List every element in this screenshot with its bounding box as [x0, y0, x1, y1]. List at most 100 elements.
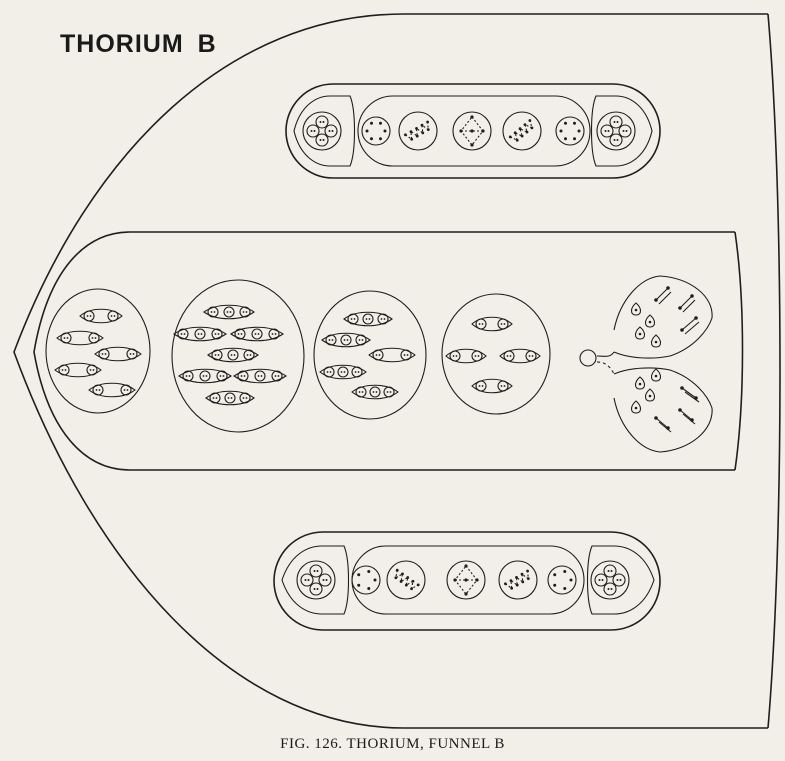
dot-mark — [410, 587, 413, 591]
lens-group — [233, 368, 287, 384]
dot-mark — [217, 354, 220, 356]
dot-mark — [132, 353, 135, 355]
dot-mark — [319, 139, 322, 141]
lens-circle — [369, 386, 381, 398]
dot-mark — [464, 592, 468, 596]
dot-mark — [86, 315, 89, 317]
dot-mark — [464, 564, 468, 568]
dot-mark — [383, 129, 387, 133]
dot-mark — [531, 355, 534, 357]
lens-circle — [194, 328, 206, 340]
arrow-line — [682, 299, 696, 313]
lens-circle — [239, 306, 251, 318]
dot-mark — [188, 375, 191, 377]
lens-circle — [254, 370, 266, 382]
dot-mark — [622, 130, 625, 132]
dot-mark — [616, 121, 619, 123]
dot-mark — [553, 573, 557, 577]
quad-group — [296, 560, 336, 600]
dot-mark — [89, 369, 92, 371]
quad-group — [596, 111, 636, 151]
central-ovals — [45, 279, 551, 433]
dot-mark — [678, 408, 682, 412]
scribble-line — [510, 120, 533, 142]
dot-mark — [394, 576, 398, 580]
dot-mark — [563, 569, 567, 573]
dot-mark — [564, 121, 567, 125]
dot-mark — [526, 577, 530, 581]
dot-mark — [420, 123, 424, 127]
dot-mark — [331, 339, 334, 341]
dot-mark — [515, 576, 518, 579]
dot-mark — [245, 311, 248, 313]
lens-group — [321, 332, 371, 348]
dot-mark — [601, 579, 604, 581]
lens-circle — [323, 366, 335, 378]
lens-circle — [355, 334, 367, 346]
dot-mark — [126, 389, 129, 391]
dot-mark — [214, 354, 217, 356]
lens-group — [178, 368, 232, 384]
dot-mark — [240, 375, 243, 377]
lens-group — [203, 304, 255, 320]
scribble-group — [398, 111, 438, 151]
dot-mark — [610, 570, 613, 572]
spindle-group — [446, 560, 486, 600]
dot-mark — [403, 354, 406, 356]
dot-mark — [573, 137, 576, 141]
dot-mark — [680, 386, 684, 390]
dot-mark — [634, 308, 638, 312]
lens-circle — [400, 349, 412, 361]
drop-mark — [634, 326, 646, 340]
drop-mark — [650, 334, 662, 348]
lens-circle — [120, 384, 132, 396]
dot-mark — [503, 323, 506, 325]
twin-cones — [579, 275, 713, 453]
quad-circle — [315, 115, 329, 129]
lens-circle — [211, 349, 223, 361]
dot-mark — [226, 311, 229, 313]
dot-mark — [399, 580, 403, 583]
dot-mark — [304, 579, 307, 581]
dot-mark — [95, 389, 98, 391]
dot-mark — [322, 579, 325, 581]
dot-mark — [183, 333, 186, 335]
dot-mark — [365, 318, 368, 320]
lens-group — [56, 330, 104, 346]
dot-mark — [98, 389, 101, 391]
lens-circle — [237, 370, 249, 382]
lens-circle — [239, 392, 251, 404]
dot-mark — [230, 397, 233, 399]
dot-mark — [353, 318, 356, 320]
lens-group — [88, 382, 136, 398]
dot-ring — [555, 116, 585, 146]
arrow-line — [655, 287, 669, 301]
quad-circle — [300, 573, 314, 587]
dot-mark — [553, 583, 557, 587]
dot-mark — [506, 355, 509, 357]
lens-group — [319, 364, 367, 380]
dot-mark — [638, 382, 642, 386]
dot-mark — [598, 579, 601, 581]
dot-mark — [357, 583, 361, 587]
dot-mark — [307, 579, 310, 581]
funnel-letter: B — [197, 30, 217, 58]
lens-circle — [475, 318, 487, 330]
dot-mark — [367, 569, 371, 573]
dot-mark — [313, 130, 316, 132]
quad-circle — [594, 573, 608, 587]
drop-mark — [650, 368, 662, 382]
dot-mark — [219, 375, 222, 377]
arrow-line — [658, 291, 672, 305]
lens-circle — [216, 370, 228, 382]
lens-circle — [497, 380, 509, 392]
dot-mark — [613, 121, 616, 123]
dot-mark — [277, 375, 280, 377]
arrow-line — [655, 417, 669, 429]
dot-mark — [242, 311, 245, 313]
dot-mark — [666, 286, 670, 290]
top-segment — [285, 83, 661, 179]
dot-mark — [404, 583, 408, 587]
